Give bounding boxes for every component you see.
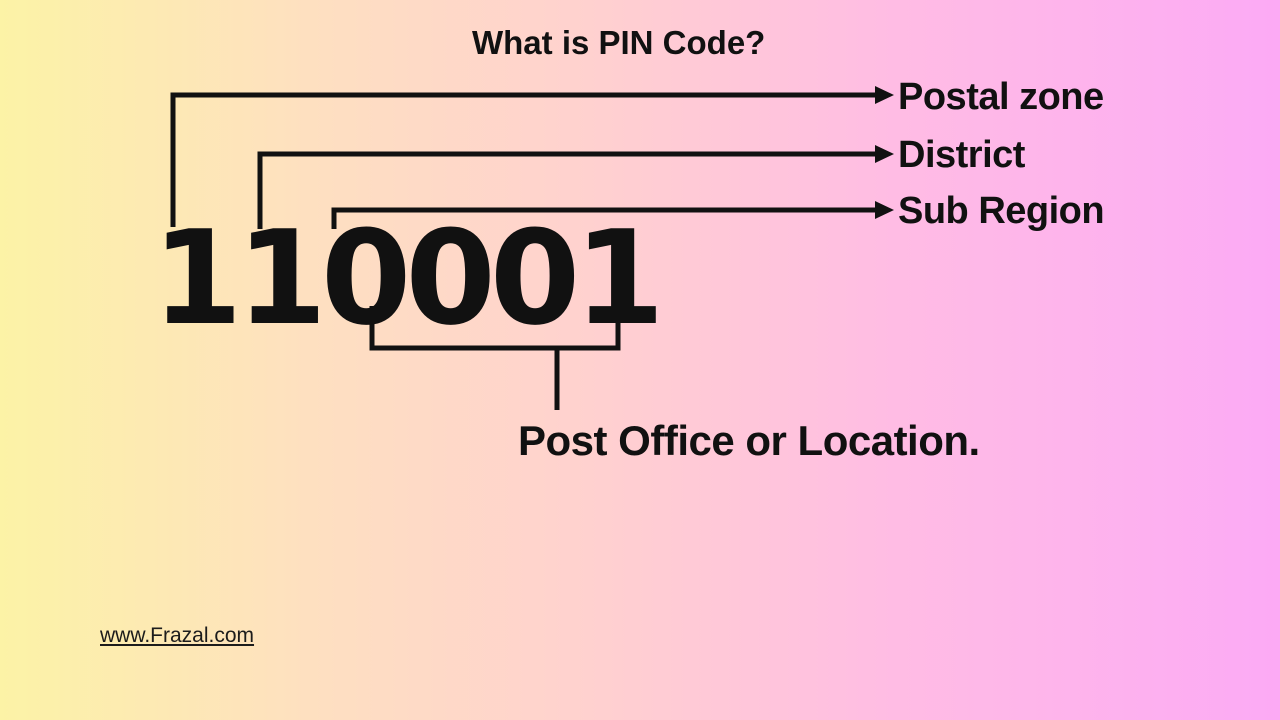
page-title: What is PIN Code? — [472, 24, 766, 61]
footer-website-link[interactable]: www.Frazal.com — [100, 624, 255, 647]
arrowhead-district-icon — [875, 145, 894, 163]
label-district: District — [898, 134, 1025, 176]
arrowhead-postal-zone-icon — [875, 86, 894, 104]
label-postal-zone: Postal zone — [898, 76, 1104, 118]
label-sub-region: Sub Region — [898, 190, 1105, 232]
pin-code-number: 110001 — [152, 202, 665, 354]
label-post-office-or-location: Post Office or Location. — [518, 417, 980, 464]
arrowhead-sub-region-icon — [875, 201, 894, 219]
